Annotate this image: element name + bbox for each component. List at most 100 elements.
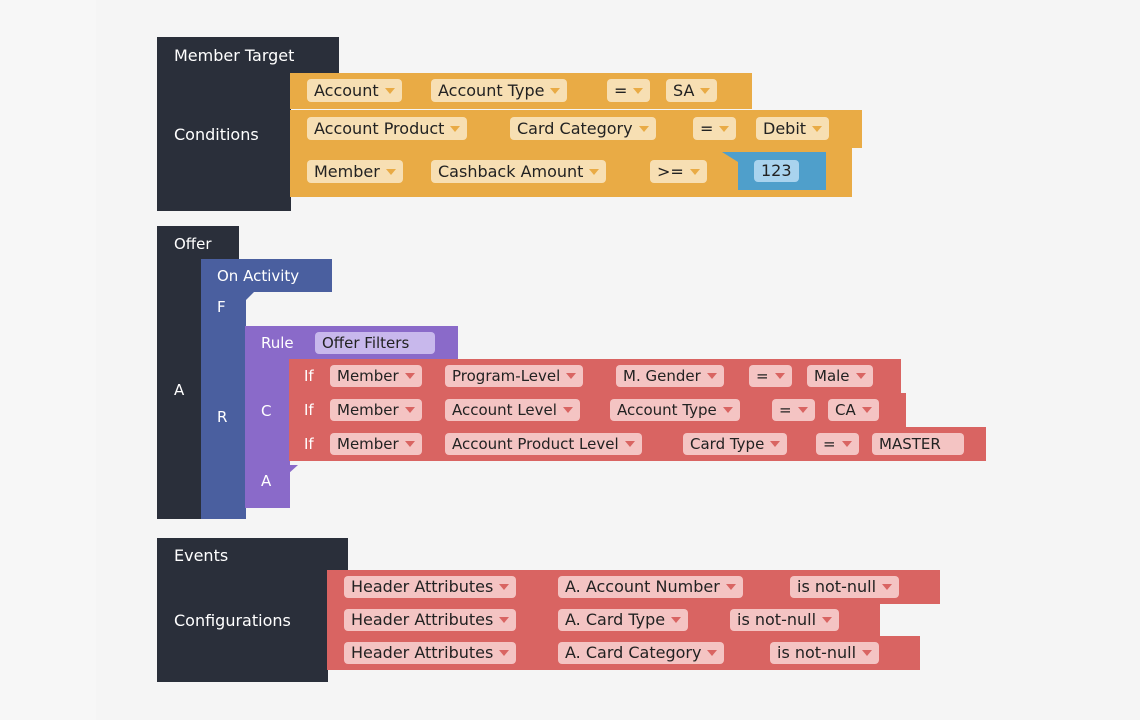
source-dropdown[interactable]: Header Attributes	[344, 609, 517, 631]
operator-dropdown[interactable]: =	[607, 79, 651, 102]
value-number-input[interactable]: 123	[754, 160, 799, 182]
value-dropdown[interactable]: MASTER	[872, 433, 964, 455]
operator-dropdown[interactable]: >=	[650, 160, 707, 183]
field-dropdown[interactable]: Account	[307, 79, 402, 102]
rule-a-label: A	[261, 472, 272, 490]
conditions-label: Conditions	[174, 125, 259, 144]
rule-body	[245, 357, 290, 508]
field-dropdown[interactable]: Member	[330, 365, 422, 387]
source-dropdown[interactable]: Header Attributes	[344, 576, 517, 598]
condition-row[interactable]: Account Product Card Category = Debit	[290, 110, 862, 148]
operator-dropdown[interactable]: =	[816, 433, 859, 455]
value-dropdown[interactable]: Male	[807, 365, 873, 387]
field-dropdown[interactable]: Account Product	[307, 117, 468, 140]
value-dropdown[interactable]: SA	[666, 79, 718, 102]
if-keyword: If	[304, 367, 314, 385]
chevron-down-icon	[566, 372, 577, 379]
if-keyword: If	[304, 435, 314, 453]
condition-dropdown[interactable]: is not-null	[790, 576, 900, 598]
connector-notch	[288, 465, 298, 474]
if-keyword: If	[304, 401, 314, 419]
field-dropdown[interactable]: Member	[330, 433, 422, 455]
configurations-label: Configurations	[174, 611, 291, 630]
chevron-down-icon	[770, 440, 781, 447]
chevron-down-icon	[638, 125, 649, 132]
offer-a-label: A	[174, 381, 185, 399]
if-row[interactable]: If Member Program-Level M. Gender = Male	[289, 359, 901, 393]
chevron-down-icon	[404, 440, 415, 447]
chevron-down-icon	[404, 406, 415, 413]
if-row[interactable]: If Member Account Product Level Card Typ…	[289, 427, 986, 461]
chevron-down-icon	[633, 87, 644, 94]
attribute-dropdown[interactable]: Card Type	[683, 433, 788, 455]
condition-row[interactable]: Account Account Type = SA	[290, 73, 752, 109]
chevron-down-icon	[671, 616, 682, 623]
chevron-down-icon	[812, 125, 823, 132]
chevron-down-icon	[550, 87, 561, 94]
chevron-down-icon	[862, 649, 873, 656]
operator-dropdown[interactable]: =	[772, 399, 815, 421]
source-dropdown[interactable]: Header Attributes	[344, 642, 517, 664]
chevron-down-icon	[624, 440, 635, 447]
config-row[interactable]: Header Attributes A. Card Category is no…	[327, 636, 920, 670]
attribute-dropdown[interactable]: A. Account Number	[558, 576, 743, 598]
chevron-down-icon	[855, 372, 866, 379]
events-body	[157, 571, 328, 682]
f-label: F	[217, 298, 226, 316]
chevron-down-icon	[797, 406, 808, 413]
attribute-dropdown[interactable]: Program-Level	[445, 365, 584, 387]
on-activity-label: On Activity	[217, 267, 300, 285]
member-target-body	[157, 70, 291, 211]
chevron-down-icon	[822, 616, 833, 623]
c-label: C	[261, 402, 272, 420]
chevron-down-icon	[450, 125, 461, 132]
chevron-down-icon	[774, 372, 785, 379]
value-number-block[interactable]: 123	[738, 152, 826, 190]
chevron-down-icon	[499, 583, 510, 590]
chevron-down-icon	[562, 406, 573, 413]
rule-label: Rule	[261, 334, 294, 352]
member-target-title: Member Target	[174, 46, 295, 65]
connector-notch	[244, 292, 254, 302]
attribute-dropdown[interactable]: A. Card Type	[558, 609, 689, 631]
offer-title: Offer	[174, 235, 212, 253]
attribute-dropdown[interactable]: Account Level	[445, 399, 580, 421]
config-row[interactable]: Header Attributes A. Account Number is n…	[327, 570, 940, 604]
field-dropdown[interactable]: Member	[307, 160, 403, 183]
chevron-down-icon	[841, 440, 852, 447]
r-label: R	[217, 408, 228, 426]
operator-dropdown[interactable]: =	[749, 365, 792, 387]
chevron-down-icon	[499, 616, 510, 623]
operator-dropdown[interactable]: =	[693, 117, 737, 140]
attribute-dropdown[interactable]: M. Gender	[616, 365, 724, 387]
attribute-dropdown[interactable]: A. Card Category	[558, 642, 725, 664]
chevron-down-icon	[719, 125, 730, 132]
if-row[interactable]: If Member Account Level Account Type = C…	[289, 393, 906, 427]
condition-dropdown[interactable]: is not-null	[770, 642, 880, 664]
offer-block[interactable]	[157, 226, 239, 260]
chevron-down-icon	[882, 583, 893, 590]
left-margin	[0, 0, 96, 720]
chevron-down-icon	[861, 406, 872, 413]
attribute-dropdown[interactable]: Cashback Amount	[431, 160, 607, 183]
config-row[interactable]: Header Attributes A. Card Type is not-nu…	[327, 603, 880, 637]
offer-filters-dropdown[interactable]: Offer Filters	[315, 332, 435, 354]
value-dropdown[interactable]: Debit	[756, 117, 830, 140]
on-activity-block[interactable]	[201, 259, 332, 292]
field-dropdown[interactable]: Member	[330, 399, 422, 421]
chevron-down-icon	[404, 372, 415, 379]
attribute-dropdown[interactable]: Card Category	[510, 117, 656, 140]
chevron-down-icon	[707, 649, 718, 656]
events-title: Events	[174, 546, 229, 565]
attribute-dropdown[interactable]: Account Type	[431, 79, 568, 102]
attribute-dropdown[interactable]: Account Product Level	[445, 433, 642, 455]
chevron-down-icon	[689, 168, 700, 175]
member-target-block[interactable]	[157, 37, 339, 73]
events-block[interactable]	[157, 538, 348, 573]
offer-body	[157, 258, 202, 519]
attribute-dropdown[interactable]: Account Type	[610, 399, 740, 421]
condition-dropdown[interactable]: is not-null	[730, 609, 840, 631]
on-activity-body	[201, 290, 246, 519]
chevron-down-icon	[722, 406, 733, 413]
value-dropdown[interactable]: CA	[828, 399, 879, 421]
